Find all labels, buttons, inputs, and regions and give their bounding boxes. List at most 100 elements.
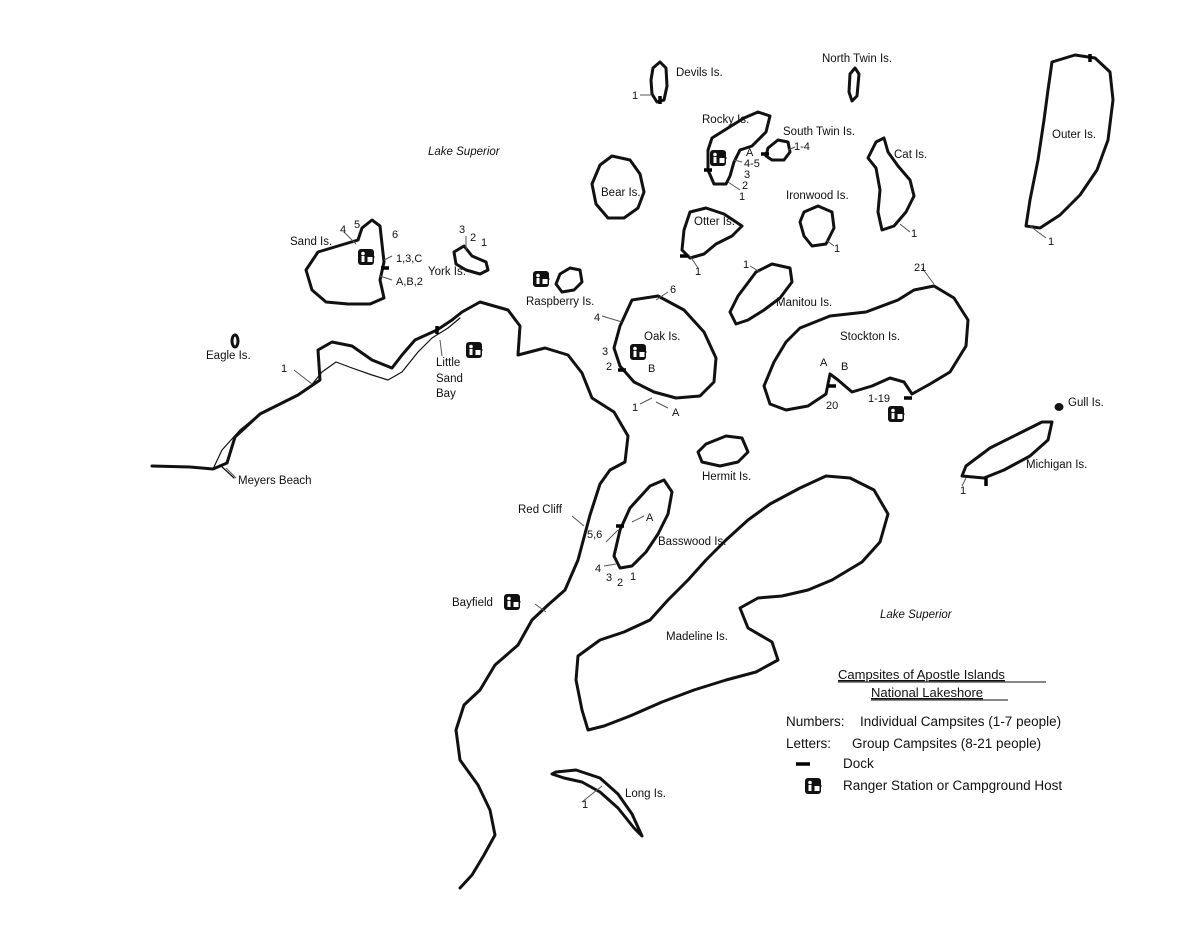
label-ironwood-island: Ironwood Is. xyxy=(786,190,849,202)
campsite-basswood-4: 4 xyxy=(595,563,601,575)
campsite-basswood-5-6: 5,6 xyxy=(587,529,602,541)
hermit-island xyxy=(696,434,750,468)
campsite-mainland-1: 1 xyxy=(281,363,287,375)
label-outer-island: Outer Is. xyxy=(1052,129,1096,141)
campsite-oak-3: 3 xyxy=(602,346,608,358)
ranger-oak-icon xyxy=(628,342,648,362)
campsite-long-1: 1 xyxy=(582,799,588,811)
basswood-island xyxy=(612,478,674,570)
campsite-oak-1: 1 xyxy=(632,402,638,414)
campsite-oak-4: 4 xyxy=(594,312,600,324)
campsite-stockton-a: A xyxy=(820,357,828,369)
otter-island xyxy=(680,206,744,260)
campsite-basswood-3: 3 xyxy=(606,572,612,584)
manitou-island xyxy=(728,262,794,326)
mainland-shoreline xyxy=(150,300,630,890)
campsite-manitou-1: 1 xyxy=(743,259,749,271)
campsite-oak-a: A xyxy=(672,407,680,419)
campsite-rocky-4-5: 4-5 xyxy=(744,158,760,170)
campsite-oak-6: 6 xyxy=(670,284,676,296)
cat-island xyxy=(866,136,916,232)
south-twin-island xyxy=(764,138,792,162)
label-long-island: Long Is. xyxy=(625,788,666,800)
label-madeline-island: Madeline Is. xyxy=(666,631,728,643)
campsite-stockton-20: 20 xyxy=(826,400,838,412)
ranger-stockton-icon xyxy=(886,404,906,424)
sand-island xyxy=(304,218,386,306)
label-oak-island: Oak Is. xyxy=(644,331,680,343)
water-label-north: Lake Superior xyxy=(428,146,501,158)
campsite-sand-6: 6 xyxy=(392,229,398,241)
gull-island xyxy=(1054,403,1064,411)
bear-island xyxy=(590,154,646,220)
water-label-south: Lake Superior xyxy=(880,609,953,621)
campsite-oak-2: 2 xyxy=(606,361,612,373)
label-york-island: York Is. xyxy=(428,266,466,278)
label-hermit-island: Hermit Is. xyxy=(702,471,751,483)
legend-dock-text: Dock xyxy=(843,756,874,771)
campsite-otter-1: 1 xyxy=(695,266,701,278)
label-otter-island: Otter Is. xyxy=(694,216,735,228)
rocky-island xyxy=(706,110,772,186)
legend-ranger-icon xyxy=(803,776,823,796)
mainland-inner-shore xyxy=(212,317,461,470)
meyers-road xyxy=(219,464,235,479)
outer-island xyxy=(1024,53,1115,230)
campsite-cat-1: 1 xyxy=(911,228,917,240)
campsite-sand-5: 5 xyxy=(354,219,360,231)
campsite-sand-4: 4 xyxy=(340,224,346,236)
campsite-basswood-1: 1 xyxy=(630,571,636,583)
label-little-sand-bay-line2: Sand xyxy=(436,373,463,385)
label-little-sand-bay-line3: Bay xyxy=(436,388,456,400)
campsite-devils-1: 1 xyxy=(632,90,638,102)
label-basswood-island: Basswood Is. xyxy=(658,536,726,548)
label-meyers-beach: Meyers Beach xyxy=(238,475,312,487)
stockton-island xyxy=(762,284,970,412)
york-island xyxy=(452,244,490,276)
ranger-sand-icon xyxy=(356,247,376,267)
campsite-michigan-1: 1 xyxy=(960,485,966,497)
campsite-outer-1: 1 xyxy=(1048,236,1054,248)
docks xyxy=(381,54,1092,528)
campsite-sand-1-3-c: 1,3,C xyxy=(396,253,422,265)
label-eagle-island: Eagle Is. xyxy=(206,350,251,362)
label-gull-island: Gull Is. xyxy=(1068,397,1104,409)
ranger-rocky-icon xyxy=(708,148,728,168)
label-michigan-island: Michigan Is. xyxy=(1026,459,1087,471)
eagle-island xyxy=(230,333,240,349)
legend: Campsites of Apostle Islands National La… xyxy=(786,667,1062,796)
label-sand-island: Sand Is. xyxy=(290,236,332,248)
north-twin-island xyxy=(847,66,861,103)
label-little-sand-bay-line1: Little xyxy=(436,357,460,369)
label-north-twin-island: North Twin Is. xyxy=(822,53,892,65)
label-bayfield: Bayfield xyxy=(452,597,493,609)
ranger-little-sand-bay-icon xyxy=(464,340,484,360)
legend-numbers-label: Numbers: xyxy=(786,714,845,729)
campsite-south-twin-1-4: 1-4 xyxy=(794,141,810,153)
campsite-labels: 1 A 4-5 3 2 1 1-4 1 1 1 1 4 5 6 1,3,C A,… xyxy=(281,90,1054,811)
label-bear-island: Bear Is. xyxy=(601,187,641,199)
campsite-york-1: 1 xyxy=(481,237,487,249)
legend-numbers-text: Individual Campsites (1-7 people) xyxy=(860,714,1061,729)
label-red-cliff: Red Cliff xyxy=(518,504,563,516)
campsite-york-3: 3 xyxy=(459,224,465,236)
campsite-stockton-b: B xyxy=(841,361,848,373)
campsite-york-2: 2 xyxy=(470,232,476,244)
legend-title-line2: National Lakeshore xyxy=(871,685,983,700)
label-south-twin-island: South Twin Is. xyxy=(783,126,855,138)
label-rocky-island: Rocky Is. xyxy=(702,114,749,126)
label-raspberry-island: Raspberry Is. xyxy=(526,296,594,308)
campsite-basswood-2: 2 xyxy=(617,577,623,589)
madeline-island xyxy=(574,474,890,732)
label-manitou-island: Manitou Is. xyxy=(776,297,832,309)
label-devils-island: Devils Is. xyxy=(676,67,723,79)
campsite-rocky-1: 1 xyxy=(739,191,745,203)
legend-letters-label: Letters: xyxy=(786,736,831,751)
campsite-rocky-2: 2 xyxy=(742,180,748,192)
raspberry-island xyxy=(554,266,584,294)
campsite-rocky-3: 3 xyxy=(744,169,750,181)
devils-island xyxy=(649,60,669,104)
label-stockton-island: Stockton Is. xyxy=(840,331,900,343)
label-cat-island: Cat Is. xyxy=(894,149,927,161)
